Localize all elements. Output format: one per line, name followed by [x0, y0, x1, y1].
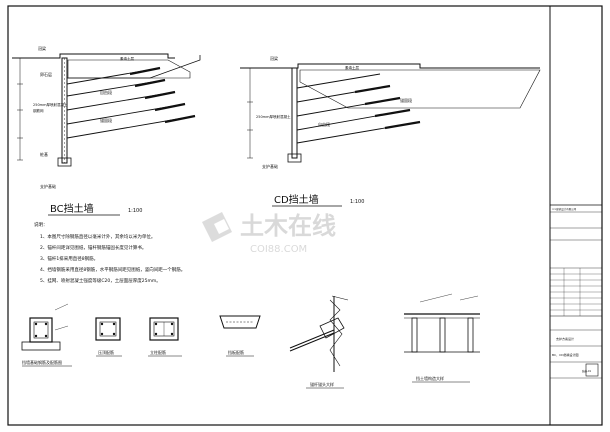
detail-wall-structure: 挡土墙构造大样 — [404, 293, 480, 383]
bc-label-bolt: 锚固段 — [100, 117, 112, 123]
detail-foundation: 挡墙基础钢筋及配筋图 — [21, 303, 72, 367]
detail-panel: 挡板配筋 — [219, 315, 261, 357]
note-line: 4、挡墙钢筋采用直径8钢筋，水平钢筋间距见图纸，竖向间距一个钢筋。 — [40, 266, 185, 273]
detail-caption: 压顶配筋 — [98, 349, 114, 355]
detail-cap-beam: 压顶配筋 — [95, 317, 122, 357]
title-drawing-no: 结施-01 — [582, 369, 591, 373]
note-line: 说明： — [34, 221, 48, 228]
notes: 说明： 1、本图尺寸除钢筋直径以毫米计外，其余均以米为单位。 2、锚杆间距详见图… — [34, 221, 185, 284]
watermark-brand: 土木在线 — [240, 212, 336, 240]
cd-label-free: 自由段 — [318, 121, 330, 127]
bc-label-dim2: 钢筋网 — [33, 108, 44, 113]
cd-label-bolt: 锚固段 — [400, 97, 412, 103]
detail-column: 立柱配筋 — [148, 317, 182, 357]
bc-label-slope: 卵石层 — [40, 71, 52, 77]
note-line: 2、锚杆间距详见图纸，锚杆钢筋锚固长度见计算书。 — [40, 244, 146, 251]
detail-caption: 挡板配筋 — [228, 349, 244, 355]
cd-label-dim: 250mm厚喷射混凝土 — [256, 114, 291, 119]
cd-section: 素填土层 冠梁 锚固段 自由段 250mm厚喷射混凝土 支护基础 CD挡土墙 1… — [240, 55, 541, 207]
title-drawing-name: BC、CD挡墙设计图 — [552, 352, 579, 357]
title-block: ××建筑设计有限公司 支护方案设计 BC、CD挡墙设计图 结施-01 — [550, 204, 602, 379]
detail-anchor-head: 锚杆锚头大样 — [289, 295, 349, 389]
watermark-site: COI88.COM — [250, 244, 307, 255]
note-line: 1、本图尺寸除钢筋直径以毫米计外，其余均以米为单位。 — [40, 233, 155, 240]
cd-title: CD挡土墙 — [274, 193, 319, 206]
bc-title: BC挡土墙 — [50, 202, 94, 215]
cd-scale: 1:100 — [350, 199, 364, 205]
bc-label-base: 支护基础 — [40, 183, 56, 189]
title-project: 支护方案设计 — [556, 336, 574, 341]
bc-fill-label: 素填土层 — [120, 56, 134, 61]
bc-label-cap: 冠梁 — [38, 45, 46, 51]
detail-caption: 挡墙基础钢筋及配筋图 — [22, 359, 62, 365]
bc-scale: 1:100 — [128, 208, 142, 214]
note-line: 3、锚杆1排采用直径8钢筋。 — [40, 255, 98, 262]
watermark: 土木在线 COI88.COM — [202, 212, 336, 255]
title-company: ××建筑设计有限公司 — [552, 207, 577, 211]
bc-section: 素填土层 冠梁 卵石层 自由段 锚固段 250m — [12, 45, 201, 216]
bc-label-free: 自由段 — [100, 89, 112, 95]
cd-label-base: 支护基础 — [262, 163, 278, 169]
cd-fill-label: 素填土层 — [345, 65, 359, 70]
bc-label-bottom: 桩基 — [40, 151, 48, 157]
sheet-frame — [7, 5, 603, 426]
note-line: 5、挂网、喷射混凝土强度等级C20，土层面层厚度25mm。 — [40, 277, 161, 284]
cd-label-cap: 冠梁 — [270, 55, 278, 61]
detail-caption: 立柱配筋 — [150, 349, 166, 355]
detail-caption: 锚杆锚头大样 — [310, 381, 334, 387]
detail-caption: 挡土墙构造大样 — [416, 375, 444, 381]
bc-label-dim: 250mm厚喷射混凝土 — [33, 102, 68, 107]
